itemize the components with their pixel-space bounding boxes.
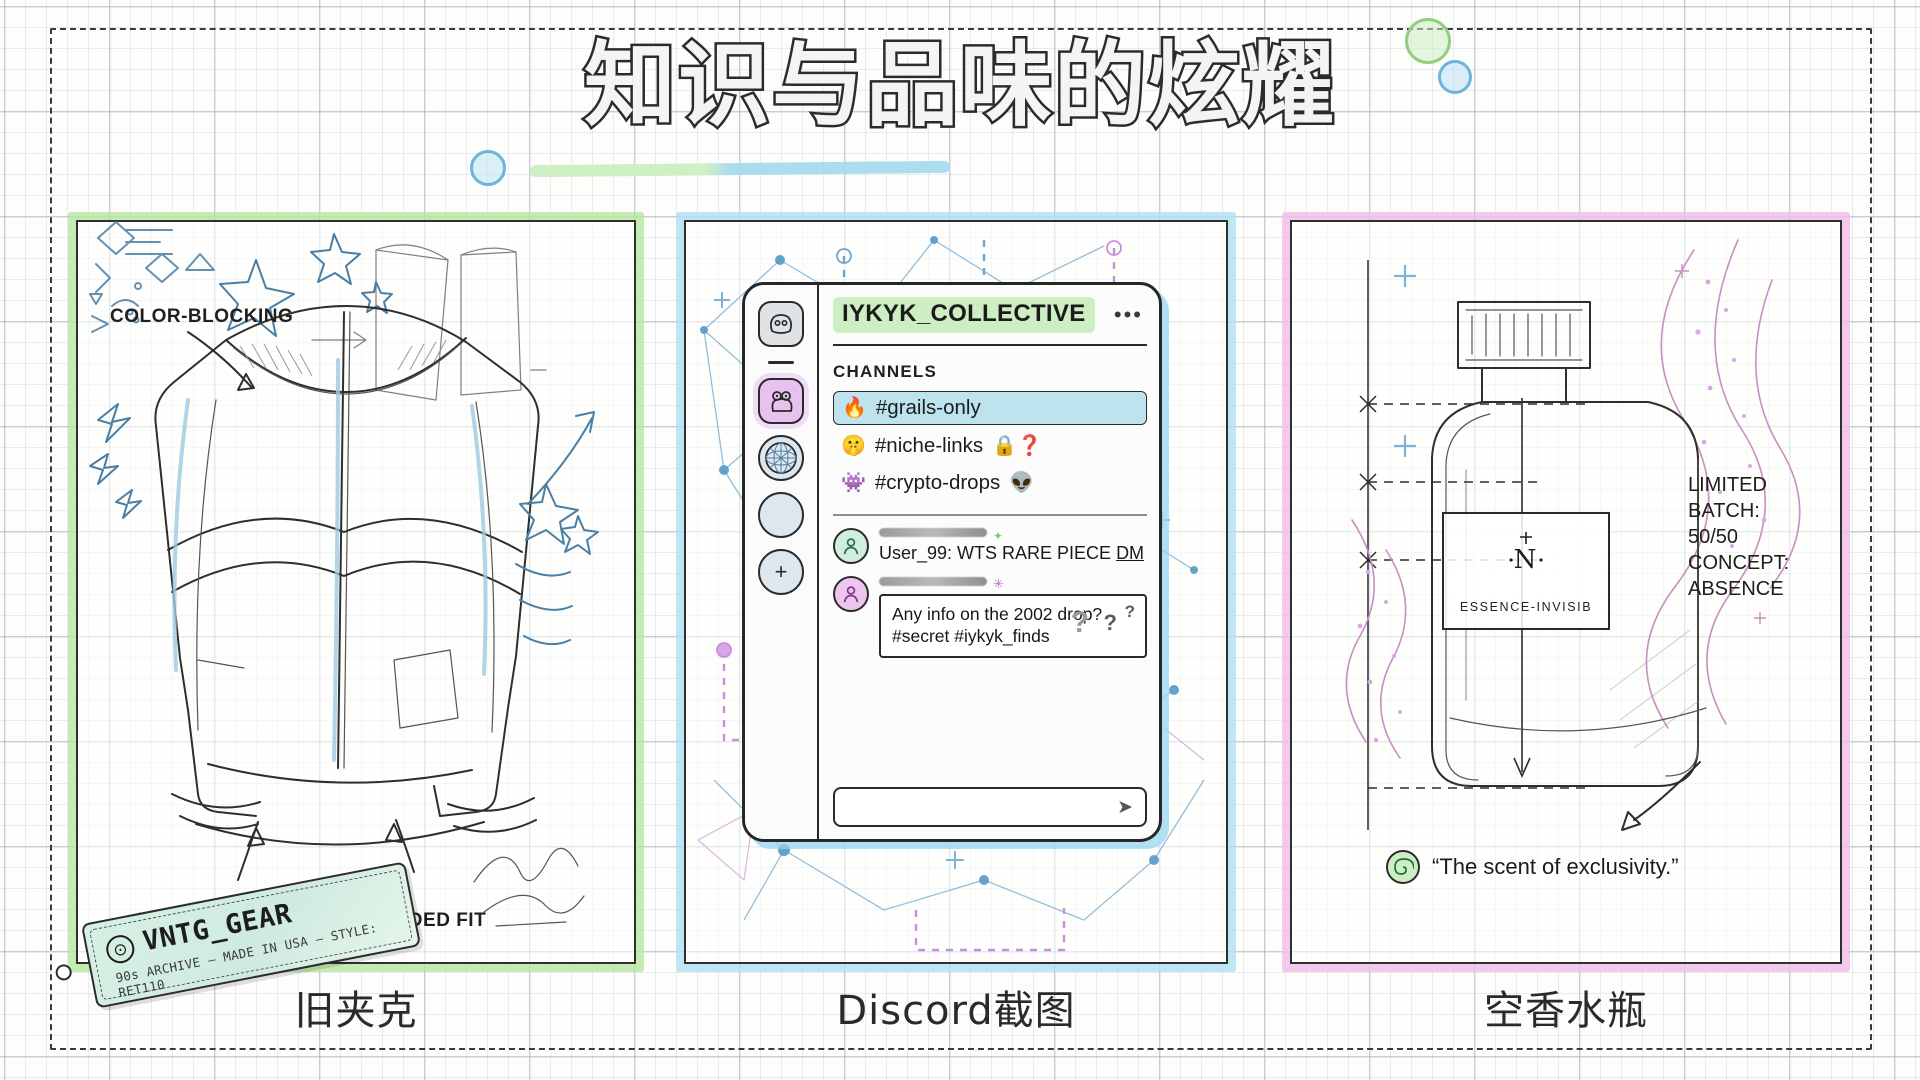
alien-icon: 👽 <box>1009 472 1035 494</box>
panel-jacket[interactable]: COLOR-BLOCKING COLOR-BLOCKING OVERSIDED … <box>54 212 644 1009</box>
quote-row: “The scent of exclusivity.” <box>1386 850 1679 884</box>
annotation-limited-batch: LIMITED BATCH: 50/50 <box>1688 474 1767 548</box>
message-body: ✳ Any info on the 2002 drop? #secret #iy… <box>879 576 1147 658</box>
svg-text:N: N <box>1514 545 1539 575</box>
sparkle-green-icon: ✦ <box>993 528 1004 543</box>
message-input[interactable]: ➤ <box>833 787 1147 827</box>
channel-name: #crypto-drops <box>874 471 1001 494</box>
annotation-color-blocking-top: COLOR-BLOCKING <box>110 306 294 327</box>
discord-glyph <box>769 314 793 334</box>
user-avatar-pink-icon[interactable] <box>833 576 869 612</box>
message-text: User_99: WTS RARE PIECE DM <box>879 543 1145 563</box>
discord-logo-icon[interactable] <box>758 301 804 347</box>
channel-niche-links[interactable]: 🤫 #niche-links 🔒❓ <box>833 430 1147 462</box>
rail-divider <box>768 361 794 364</box>
alien-monster-icon: 👾 <box>841 472 866 494</box>
page-title-wrapper: 知识与品味的炫耀 <box>0 31 1920 139</box>
bottle-brand-name: ESSENCE-INVISIB <box>1459 600 1593 614</box>
header-divider <box>833 344 1147 346</box>
page-title: 知识与品味的炫耀 <box>581 31 1336 139</box>
discord-server-rail[interactable]: + <box>745 285 819 839</box>
fire-icon: 🔥 <box>842 397 867 419</box>
globe-glyph <box>765 442 797 474</box>
globe-server-icon[interactable] <box>758 435 804 481</box>
panel-discord-content: + IYKYK_COLLECTIVE ••• CHANNELS 🔥 #grail… <box>684 220 1228 964</box>
redacted-username <box>879 528 987 537</box>
shushing-face-icon: 🤫 <box>841 435 866 457</box>
caption-perfume: 空香水瓶 <box>1484 988 1648 1034</box>
overflow-menu-icon[interactable]: ••• <box>1113 302 1143 327</box>
panel-discord-ink-border <box>684 220 1228 964</box>
question-mark-mid-icon: ? <box>1103 609 1117 635</box>
panel-discord[interactable]: + IYKYK_COLLECTIVE ••• CHANNELS 🔥 #grail… <box>676 212 1236 972</box>
decorative-bubble-green-icon <box>1405 18 1451 64</box>
channel-name: #grails-only <box>875 396 981 419</box>
redacted-username <box>879 576 987 586</box>
panel-perfume-content: N ESSENCE-INVISIB LIMITED BATCH: 50/50 C… <box>1290 220 1842 964</box>
decorative-bubble-blue-icon <box>1438 60 1472 94</box>
decorative-bubble-small-icon <box>470 150 506 186</box>
quote-text: “The scent of exclusivity.” <box>1432 854 1679 879</box>
bottle-label: N ESSENCE-INVISIB <box>1442 512 1610 630</box>
server-name[interactable]: IYKYK_COLLECTIVE <box>833 297 1095 333</box>
add-server-icon[interactable]: + <box>758 549 804 595</box>
messages-divider <box>833 514 1147 516</box>
user-avatar-green-icon[interactable] <box>833 528 869 564</box>
panel-jacket-ink-border <box>76 220 636 964</box>
blank-server-icon[interactable] <box>758 492 804 538</box>
annotation-concept-absence: CONCEPT: ABSENCE <box>1688 552 1790 600</box>
discord-app-window[interactable]: + IYKYK_COLLECTIVE ••• CHANNELS 🔥 #grail… <box>742 282 1162 842</box>
bottle-monogram: N <box>1504 528 1548 588</box>
panel-jacket-content: COLOR-BLOCKING COLOR-BLOCKING OVERSIDED … <box>76 220 636 964</box>
sparkle-pink-icon: ✳ <box>993 576 1004 591</box>
lock-question-icon: 🔒❓ <box>992 435 1042 457</box>
message-body: ✦ User_99: WTS RARE PIECE DM <box>879 528 1147 564</box>
message-bubble: Any info on the 2002 drop? #secret #iyky… <box>879 594 1147 658</box>
frog-server-icon[interactable] <box>758 378 804 424</box>
panel-jacket-background <box>68 212 644 972</box>
frog-glyph <box>771 391 793 412</box>
panel-perfume[interactable]: N ESSENCE-INVISIB LIMITED BATCH: 50/50 C… <box>1282 212 1850 972</box>
message-row: ✳ Any info on the 2002 drop? #secret #iy… <box>833 576 1147 658</box>
channel-grails-only[interactable]: 🔥 #grails-only <box>833 391 1147 425</box>
dm-link[interactable]: DM <box>1116 543 1145 563</box>
caption-discord: Discord截图 <box>836 988 1076 1034</box>
monogram-glyph: N <box>1509 532 1543 575</box>
send-icon[interactable]: ➤ <box>1117 796 1133 818</box>
caption-jacket: 旧夹克 <box>294 988 418 1034</box>
channel-crypto-drops[interactable]: 👾 #crypto-drops 👽 <box>833 467 1147 499</box>
discord-main-column: IYKYK_COLLECTIVE ••• CHANNELS 🔥 #grails-… <box>819 285 1159 839</box>
discord-header-row: IYKYK_COLLECTIVE ••• <box>833 297 1147 333</box>
spiral-glyph <box>1394 858 1414 875</box>
spiral-icon <box>1386 850 1420 884</box>
question-mark-small-icon: ? <box>1124 601 1135 621</box>
jacket-sketch <box>89 221 599 927</box>
message-row: ✦ User_99: WTS RARE PIECE DM <box>833 528 1147 564</box>
channel-name: #niche-links <box>874 434 984 457</box>
question-mark-large-icon: ? <box>1070 605 1089 639</box>
panel-perfume-ink-border <box>1290 220 1842 964</box>
person-glyph <box>843 538 859 555</box>
person-glyph <box>843 586 859 603</box>
channels-section-label: CHANNELS <box>833 362 938 381</box>
